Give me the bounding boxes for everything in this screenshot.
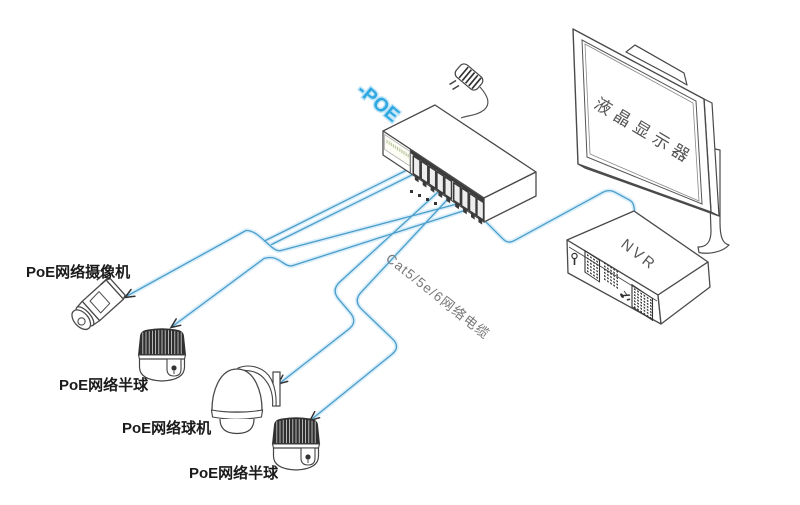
svg-text:PoE网络半球: PoE网络半球: [59, 376, 149, 394]
svg-text:PoE网络半球: PoE网络半球: [189, 464, 279, 482]
svg-text:PoE网络摄像机: PoE网络摄像机: [26, 263, 130, 281]
svg-text:PoE网络球机: PoE网络球机: [122, 419, 211, 437]
